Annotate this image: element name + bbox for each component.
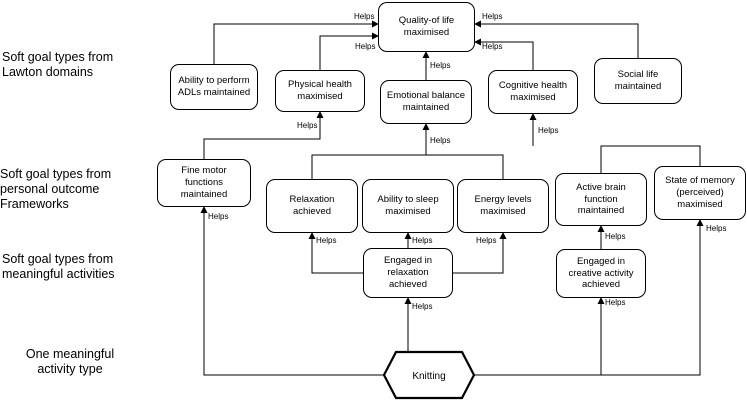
helps-label: Helps	[430, 61, 450, 70]
node-engaged-creative: Engaged in creative activity achieved	[556, 249, 646, 298]
edge-engagedrelax-relaxation	[308, 232, 363, 274]
helps-label: Helps	[482, 42, 502, 51]
helps-label: Helps	[605, 232, 625, 241]
row-label-lawton: Soft goal types from Lawton domains	[2, 50, 114, 79]
node-relaxation: Relaxation achieved	[266, 179, 358, 233]
knitting-hexagon	[382, 350, 476, 400]
helps-label: Helps	[412, 236, 432, 245]
node-quality-of-life: Quality-of life maximised	[378, 2, 475, 52]
edge-personal-emotional	[311, 154, 504, 179]
node-state-of-memory: State of memory (perceived) maximised	[654, 166, 746, 220]
helps-label: Helps	[482, 12, 502, 21]
node-cognitive-health: Cognitive health maximised	[488, 70, 578, 114]
edge-adl-quality	[213, 20, 379, 64]
edge-personal-cognitive	[600, 145, 701, 173]
edge-engagedrelax-energy	[453, 232, 507, 274]
node-physical-health: Physical health maximised	[275, 70, 365, 112]
helps-label: Helps	[430, 136, 450, 145]
helps-label: Helps	[605, 298, 625, 307]
node-emotional-balance: Emotional balance maintained	[380, 80, 472, 124]
node-adl: Ability to perform ADLs maintained	[170, 64, 258, 110]
edge-finemotor-physical	[203, 111, 324, 159]
helps-label: Helps	[355, 42, 375, 51]
edge-knitting-engagedcreative	[474, 297, 605, 376]
edge-knitting-finemotor	[200, 206, 384, 376]
row-label-activity-type: One meaningful activity type	[25, 347, 115, 376]
helps-label: Helps	[297, 121, 317, 130]
helps-label: Helps	[208, 212, 228, 221]
helps-label: Helps	[316, 236, 336, 245]
edge-cognitive-quality	[474, 38, 534, 70]
edge-knitting-memory	[601, 219, 704, 376]
node-active-brain: Active brain function maintained	[555, 173, 647, 226]
node-energy-levels: Energy levels maximised	[457, 179, 549, 233]
helps-label: Helps	[354, 12, 374, 21]
node-engaged-relaxation: Engaged in relaxation achieved	[363, 248, 453, 298]
helps-label: Helps	[476, 236, 496, 245]
row-label-meaningful-activities: Soft goal types from meaningful activiti…	[2, 252, 115, 281]
node-ability-to-sleep: Ability to sleep maximised	[362, 179, 454, 233]
helps-label: Helps	[412, 302, 432, 311]
helps-label: Helps	[706, 224, 726, 233]
node-knitting: Knitting	[412, 370, 446, 382]
edge-physical-quality	[319, 32, 379, 70]
row-label-personal-outcome: Soft goal types from personal outcome Fr…	[0, 167, 112, 211]
helps-label: Helps	[538, 126, 558, 135]
node-fine-motor: Fine motor functions maintained	[157, 159, 251, 207]
node-social-life: Social life maintained	[594, 58, 682, 104]
edge-social-quality	[474, 20, 639, 58]
